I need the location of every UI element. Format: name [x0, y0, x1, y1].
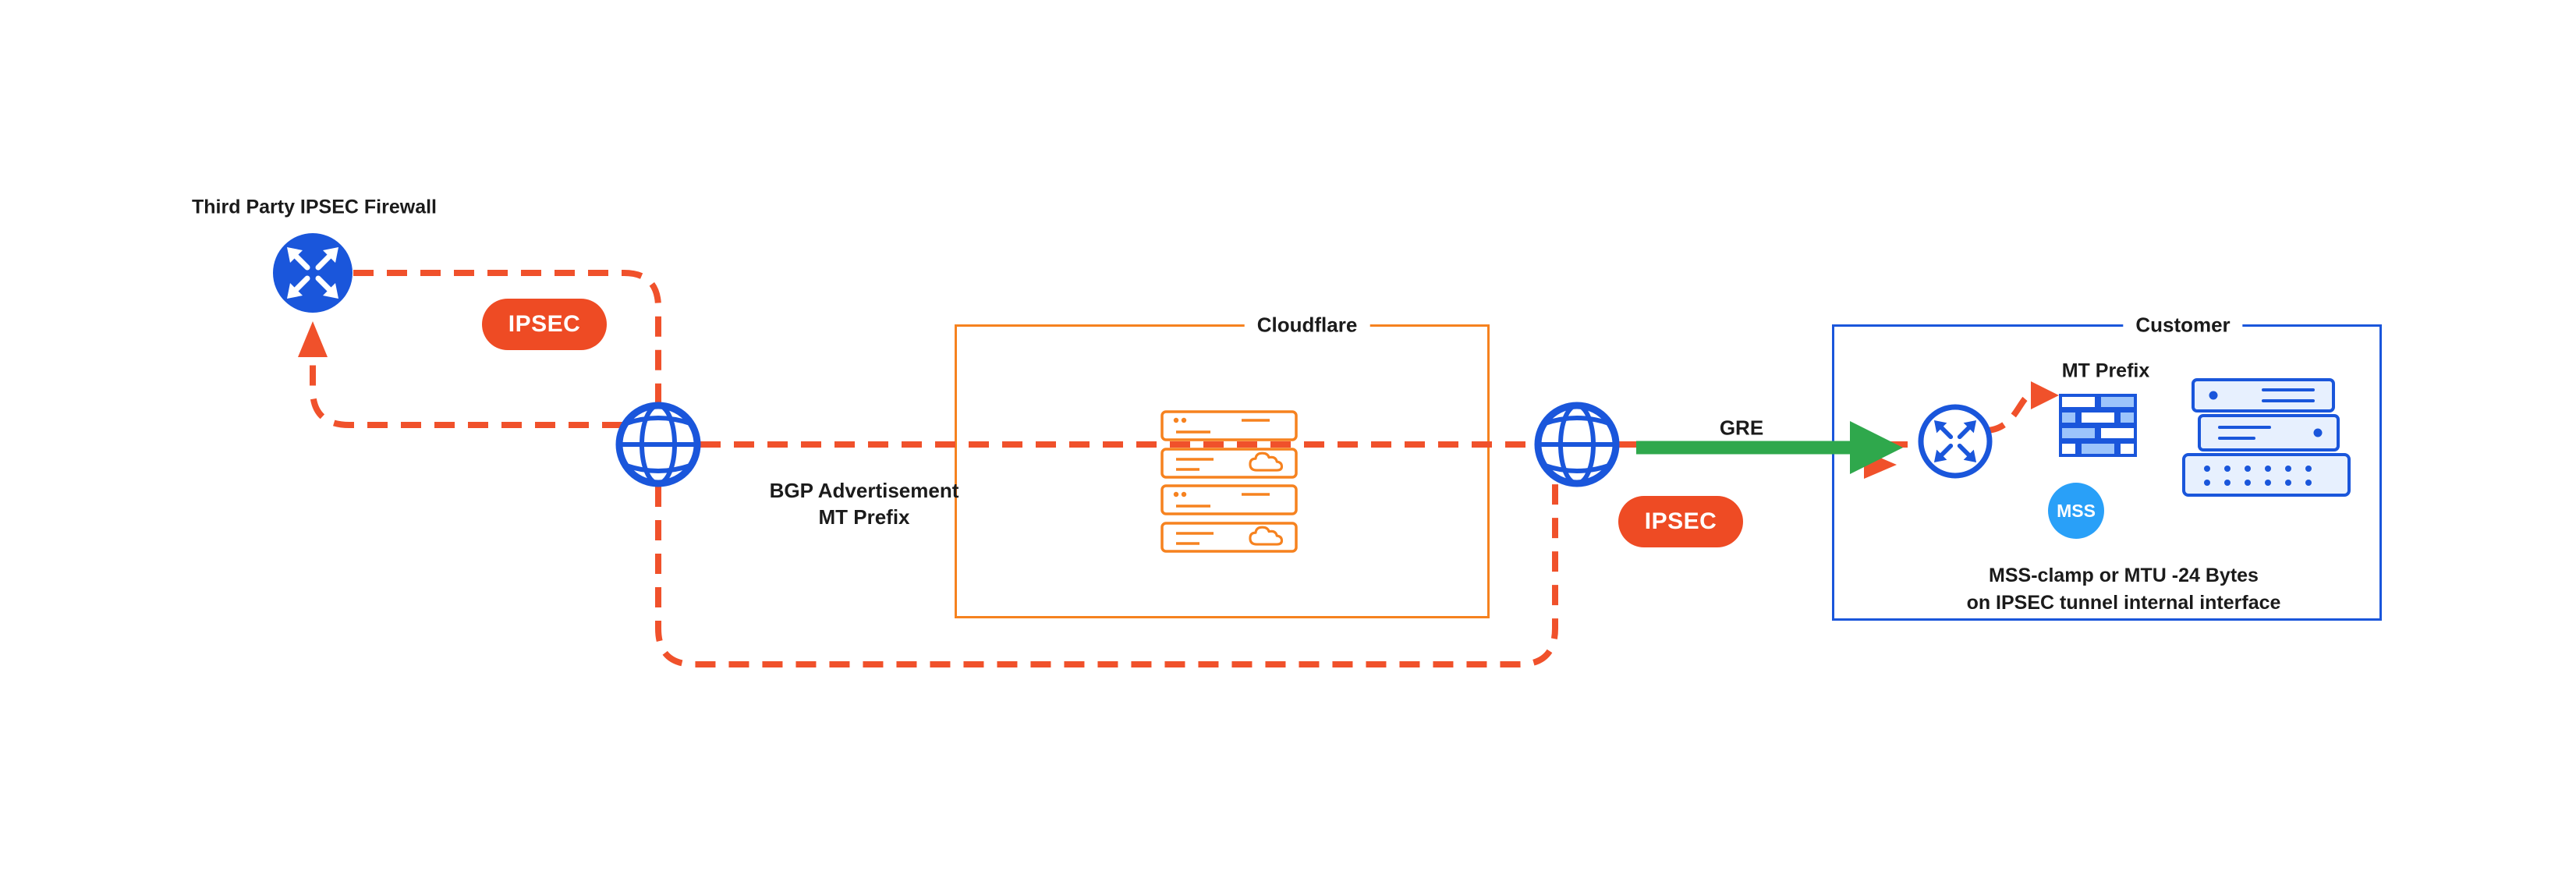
router-icon [273, 233, 353, 313]
cloudflare-box [955, 324, 1490, 618]
mss-note: MSS-clamp or MTU -24 Bytes on IPSEC tunn… [1967, 562, 2281, 617]
bgp-advertisement-label: BGP Advertisement MT Prefix [770, 477, 959, 530]
bgp-advertisement-line1: BGP Advertisement [769, 479, 959, 502]
customer-label: Customer [2123, 311, 2243, 339]
cloudflare-label: Cloudflare [1244, 311, 1370, 339]
third-party-firewall-label: Third Party IPSEC Firewall [192, 196, 437, 218]
up-arrow-icon [298, 321, 328, 357]
mss-note-line1: MSS-clamp or MTU -24 Bytes [1989, 565, 2259, 586]
mss-badge: MSS [2048, 483, 2104, 539]
globe-icon [1538, 405, 1616, 483]
bgp-advertisement-line2: MT Prefix [818, 505, 910, 529]
customer-box [1832, 324, 2382, 621]
ipsec-badge: IPSEC [482, 299, 607, 350]
ipsec-badge: IPSEC [1618, 496, 1743, 547]
mss-note-line2: on IPSEC tunnel internal interface [1966, 592, 2281, 614]
globe-icon [619, 405, 697, 483]
gre-label: GRE [1719, 416, 1764, 440]
ipsec-tunnel-path-return [310, 352, 622, 428]
mt-prefix-label: MT Prefix [2061, 359, 2150, 382]
